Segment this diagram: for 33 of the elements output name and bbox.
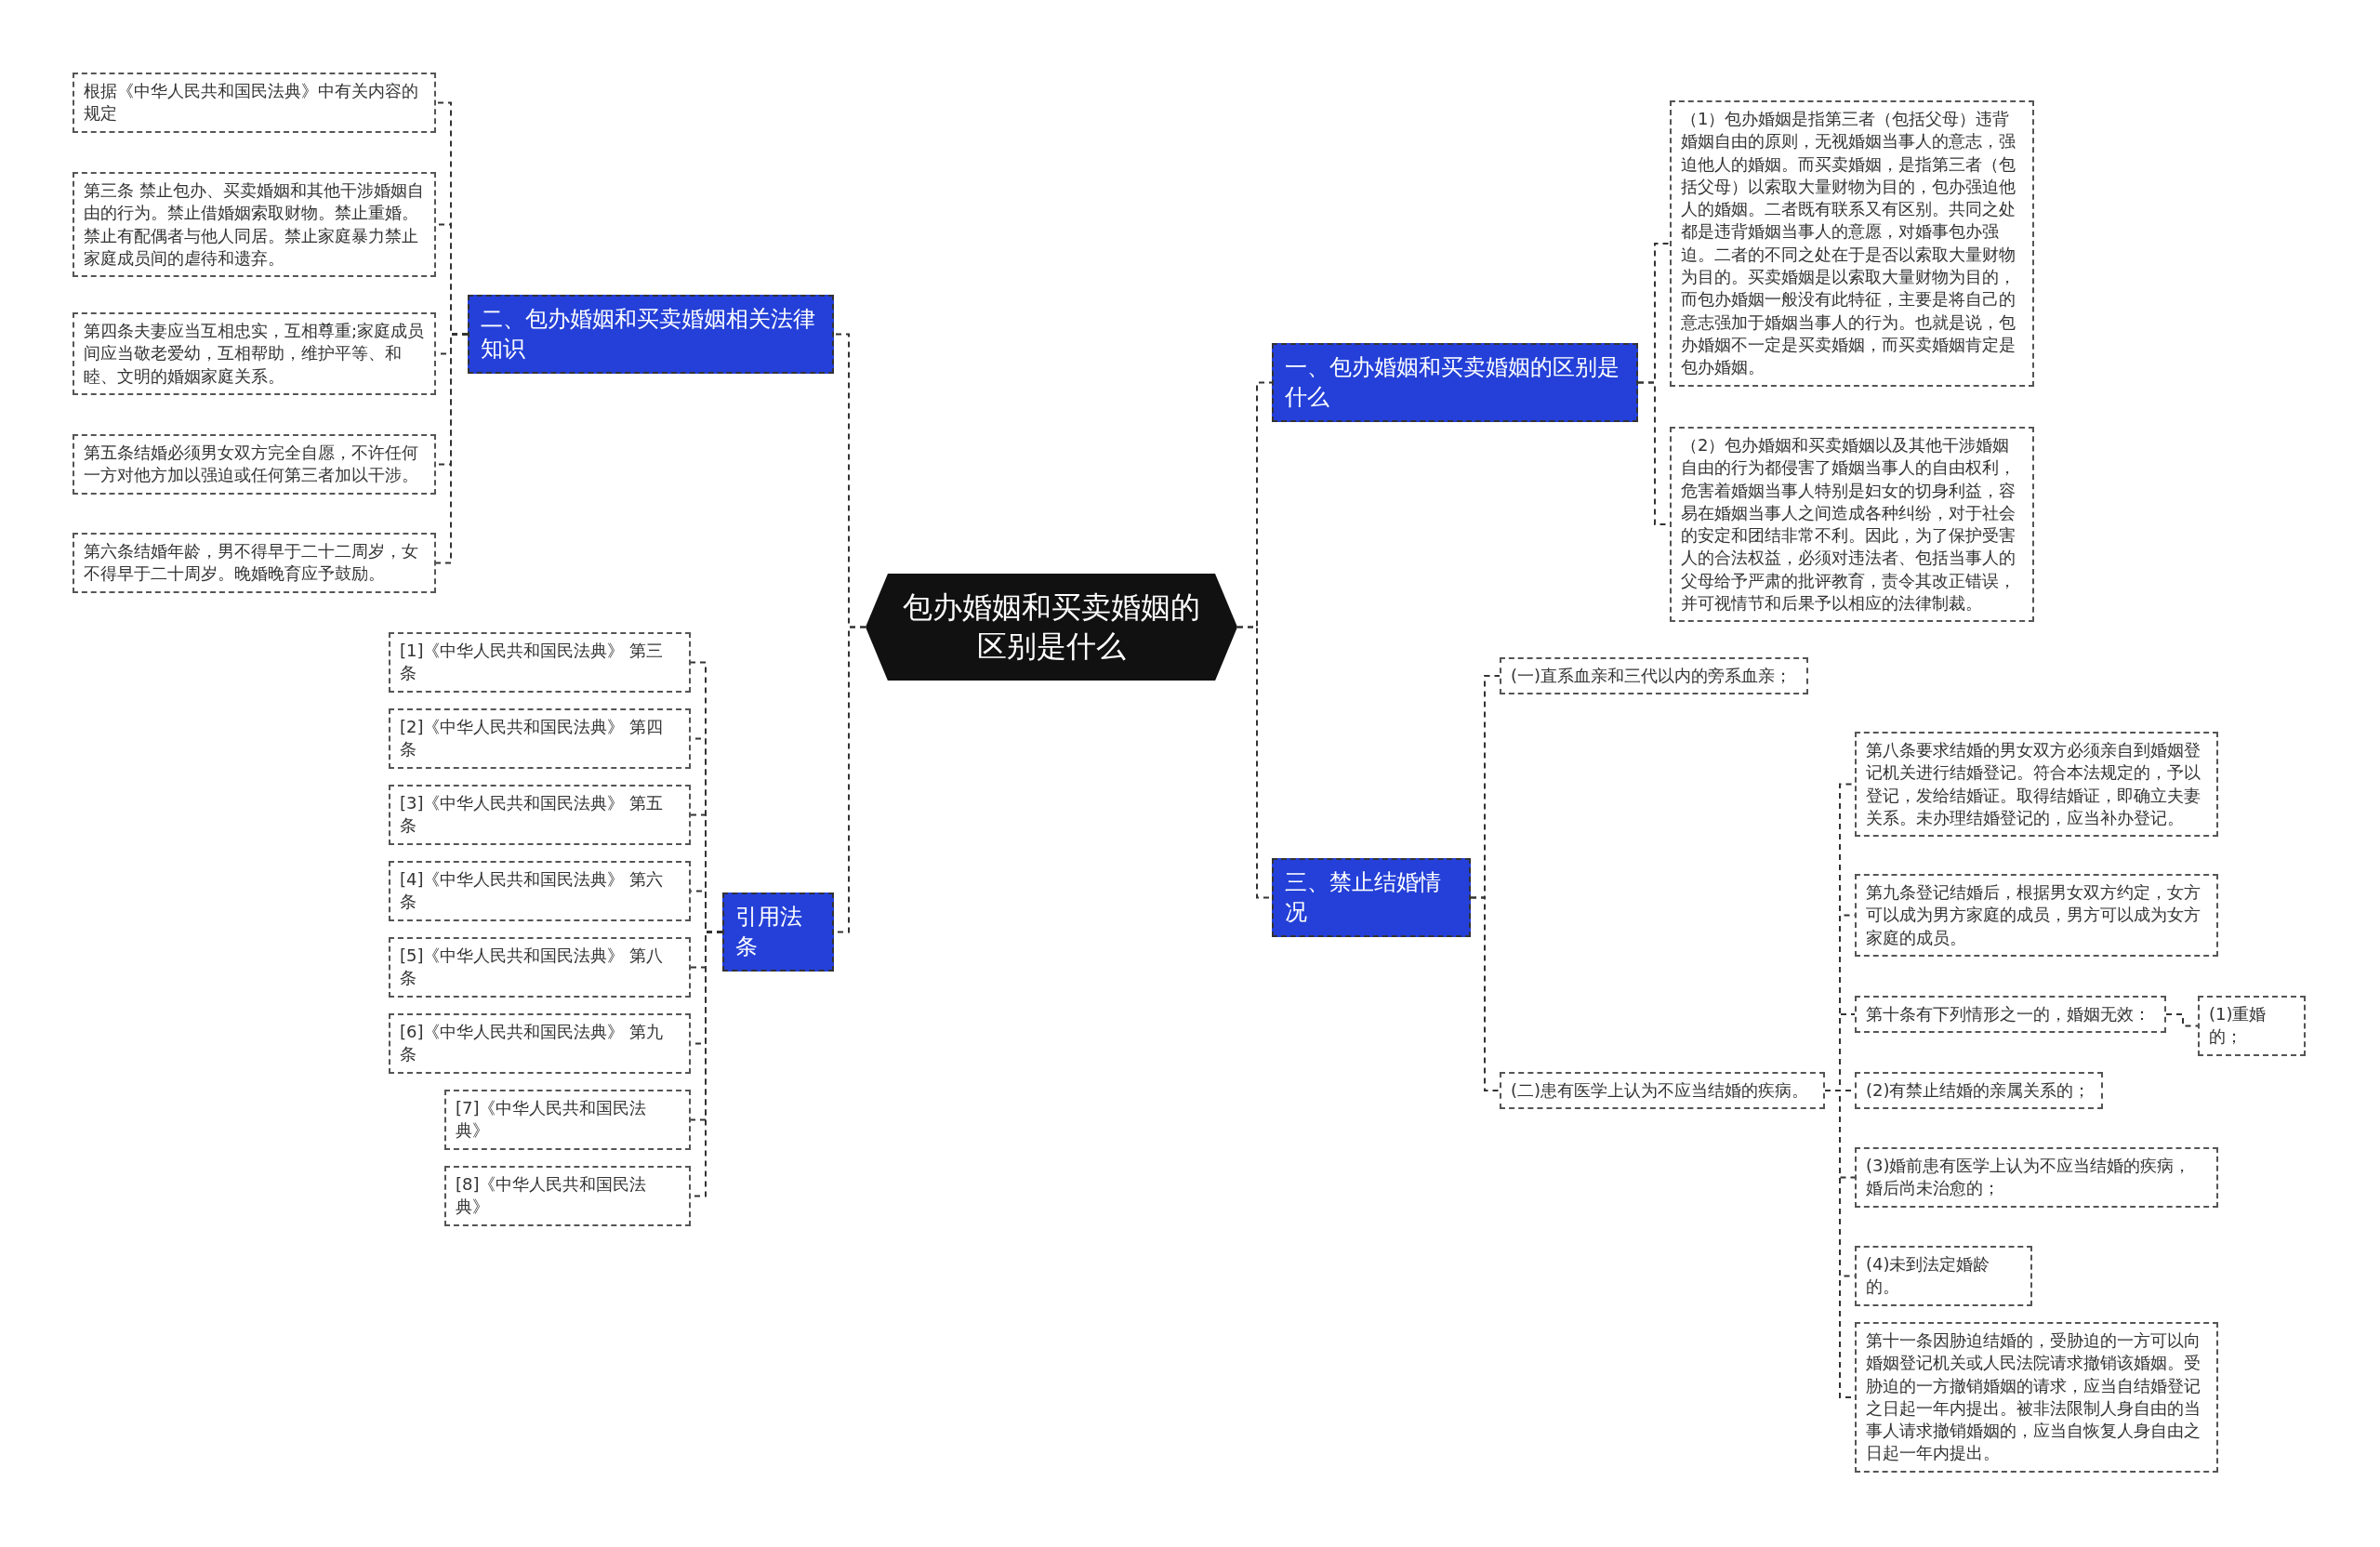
text-box: （1）包办婚姻是指第三者（包括父母）违背婚姻自由的原则，无视婚姻当事人的意志，强迫他人的婚姻。而买卖婚姻，是指第三者（包括父母）以索取大量财物为目的，包办强迫他人的婚姻。二者既有联系又有区别。共同之处都是违背婚姻当事人的意愿，对婚事包办强迫。二者的不同之处在于是否以索取大量财物为目的。买卖婚姻是以索取大量财物为目的，而包办婚姻一般没有此特征，主要是将自己的意志强加于婚姻当事人的行为。也就是说，包办婚姻不一定是买卖婚姻，而买卖婚姻肯定是包办婚姻。 xyxy=(1670,100,2034,387)
connector-line xyxy=(1470,896,1501,1091)
text-box: (二)患有医学上认为不应当结婚的疾病。 xyxy=(1500,1072,1825,1110)
branch-topic: 引用法条 xyxy=(722,892,834,972)
text-box: 第四条夫妻应当互相忠实，互相尊重;家庭成员间应当敬老爱幼，互相帮助，维护平等、和睦、文明的婚姻家庭关系。 xyxy=(73,312,436,395)
text-box: 第八条要求结婚的男女双方必须亲自到婚姻登记机关进行结婚登记。符合本法规定的，予以登记，发给结婚证。取得结婚证，即确立夫妻关系。未办理结婚登记的，应当补办登记。 xyxy=(1855,732,2218,838)
text-box: (4)未到法定婚龄的。 xyxy=(1855,1246,2032,1306)
text-box: (3)婚前患有医学上认为不应当结婚的疾病，婚后尚未治愈的； xyxy=(1855,1147,2218,1208)
text-box: [2]《中华人民共和国民法典》 第四条 xyxy=(389,708,691,769)
text-box: (1)重婚的； xyxy=(2198,996,2306,1056)
text-box: (2)有禁止结婚的亲属关系的； xyxy=(1855,1072,2103,1110)
text-box: [8]《中华人民共和国民法典》 xyxy=(444,1166,691,1226)
text-box: [6]《中华人民共和国民法典》 第九条 xyxy=(389,1013,691,1074)
text-box: 第十一条因胁迫结婚的，受胁迫的一方可以向婚姻登记机关或人民法院请求撤销该婚姻。受胁迫的一方撤销婚姻的请求，应当自结婚登记之日起一年内提出。被非法限制人身自由的当事人请求撤销婚姻的，应当自恢复人身自由之日起一年内提出。 xyxy=(1855,1322,2218,1473)
connector-line xyxy=(2165,1013,2199,1027)
text-box: 第三条 禁止包办、买卖婚姻和其他干涉婚姻自由的行为。禁止借婚姻索取财物。禁止重婚。禁止有配偶者与他人同居。禁止家庭暴力禁止家庭成员间的虐待和遗弃。 xyxy=(73,172,436,278)
text-box: 第五条结婚必须男女双方完全自愿，不许任何一方对他方加以强迫或任何第三者加以干涉。 xyxy=(73,434,436,495)
text-box: 第九条登记结婚后，根据男女双方约定，女方可以成为男方家庭的成员，男方可以成为女方家庭的成员。 xyxy=(1855,874,2218,957)
text-box: [1]《中华人民共和国民法典》 第三条 xyxy=(389,632,691,693)
text-box: （2）包办婚姻和买卖婚姻以及其他干涉婚姻自由的行为都侵害了婚姻当事人的自由权利，危害着婚姻当事人特别是妇女的切身利益，容易在婚姻当事人之间造成各种纠纷，对于社会的安定和团结非常不利。因此，为了保护受害人的合法权益，必须对违法者、包括当事人的父母给予严肃的批评教育，责令其改正错误，并可视情节和后果予以相应的法律制裁。 xyxy=(1670,427,2034,623)
text-box: [7]《中华人民共和国民法典》 xyxy=(444,1090,691,1150)
branch-topic: 三、禁止结婚情况 xyxy=(1272,858,1471,937)
text-box: 第十条有下列情形之一的，婚姻无效： xyxy=(1855,996,2166,1034)
branch-topic: 一、包办婚姻和买卖婚姻的区别是什么 xyxy=(1272,343,1638,422)
central-topic: 包办婚姻和买卖婚姻的区别是什么 xyxy=(866,574,1237,681)
connector-line xyxy=(435,333,469,564)
branch-topic: 二、包办婚姻和买卖婚姻相关法律知识 xyxy=(468,295,834,374)
text-box: 根据《中华人民共和国民法典》中有关内容的规定 xyxy=(73,73,436,133)
text-box: [5]《中华人民共和国民法典》 第八条 xyxy=(389,937,691,998)
text-box: [4]《中华人民共和国民法典》 第六条 xyxy=(389,861,691,921)
text-box: 第六条结婚年龄，男不得早于二十二周岁，女不得早于二十周岁。晚婚晚育应予鼓励。 xyxy=(73,533,436,593)
text-box: (一)直系血亲和三代以内的旁系血亲； xyxy=(1500,657,1808,695)
text-box: [3]《中华人民共和国民法典》 第五条 xyxy=(389,785,691,845)
